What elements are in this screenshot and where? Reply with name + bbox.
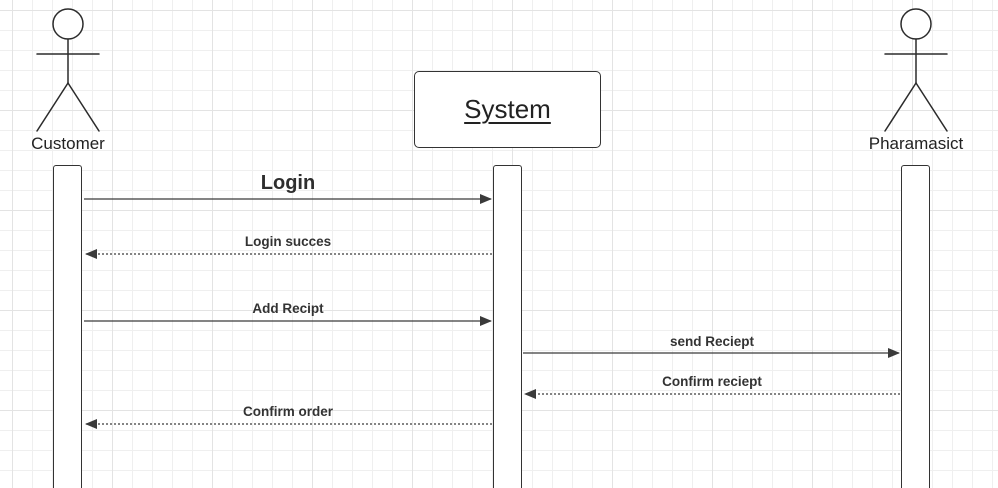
system-object-box[interactable]: System [414,71,601,148]
customer-actor-icon[interactable] [36,8,100,132]
system-object-label: System [464,94,551,124]
login-success-message-label: Login succes [244,234,332,249]
add-receipt-message-label: Add Recipt [252,301,324,316]
pharmacist-actor-label: Pharamasict [868,134,964,153]
customer-lifeline[interactable] [53,165,82,488]
pharmacist-actor-icon[interactable] [884,8,948,132]
customer-actor-label: Customer [31,134,105,153]
confirm-order-message-label: Confirm order [242,404,334,419]
send-receipt-message-label: send Reciept [669,334,755,349]
confirm-receipt-message-label: Confirm reciept [662,374,762,389]
pharmacist-lifeline[interactable] [901,165,930,488]
login-message-label: Login [260,172,316,194]
system-lifeline[interactable] [493,165,522,488]
